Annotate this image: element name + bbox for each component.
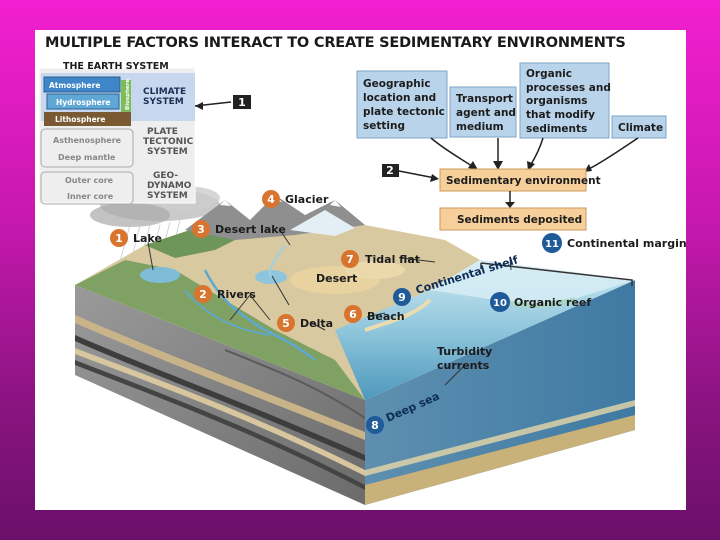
- factor-organic-box: Organic processes and organisms that mod…: [519, 62, 611, 139]
- river-channel: [203, 269, 316, 361]
- factor-organic-line-3: organisms: [526, 95, 588, 107]
- earth-system-heading: THE EARTH SYSTEM: [63, 61, 169, 72]
- lithosphere-label: Lithosphere: [55, 115, 105, 124]
- env-5: 5 Delta: [277, 314, 333, 332]
- env-5-label: Delta: [300, 317, 333, 330]
- env-10-number: 10: [493, 298, 507, 309]
- sedimentary-environment-label: Sedimentary environment: [446, 175, 601, 187]
- factor-organic-line-5: sediments: [526, 123, 587, 135]
- turbidity-label-line-2: currents: [437, 359, 490, 372]
- factor-transport-line-3: medium: [456, 121, 504, 133]
- env-4-number: 4: [267, 193, 275, 206]
- marker-1-number: 1: [238, 96, 246, 109]
- env-2-number: 2: [199, 288, 207, 301]
- env-10: 10 Organic reef: [490, 292, 591, 312]
- factor-organic-line-1: Organic: [526, 68, 572, 80]
- plate-tectonic-label-2: TECTONIC: [143, 137, 194, 147]
- env-5-number: 5: [282, 317, 290, 330]
- factor-transport-line-1: Transport: [456, 93, 513, 105]
- ocean-cross-section: [365, 280, 635, 505]
- env-1-label: Lake: [133, 232, 162, 245]
- env-3-badge: [192, 220, 210, 238]
- geodynamo-label-2: DYNAMO: [147, 181, 192, 191]
- env-10-badge: [490, 292, 510, 312]
- env-6: 6 Beach: [344, 305, 405, 323]
- env-9-number: 9: [398, 291, 406, 304]
- sedimentary-environment-box: Sedimentary environment: [439, 168, 601, 192]
- env-11: 11 Continental margin: [542, 233, 686, 253]
- env-11-label: Continental margin: [567, 237, 686, 250]
- sediments-deposited-box: Sediments deposited: [439, 207, 587, 231]
- env-9-badge: [393, 288, 411, 306]
- env-1-number: 1: [115, 232, 123, 245]
- factor-climate-box: Climate: [611, 115, 667, 139]
- factor-organic-line-4: that modify: [526, 109, 595, 121]
- inner-core-label: Inner core: [67, 192, 114, 201]
- env-6-label: Beach: [367, 310, 405, 323]
- factor-organic-line-2: processes and: [526, 82, 611, 94]
- factor-arrows: [430, 137, 639, 171]
- env-3: 3 Desert lake: [192, 220, 286, 238]
- slide-canvas: THE EARTH SYSTEM Atmosphere Hydrosphere …: [35, 30, 686, 510]
- marker-2-number: 2: [386, 164, 394, 177]
- earth-system-panel: THE EARTH SYSTEM Atmosphere Hydrosphere …: [38, 61, 196, 205]
- env-7: 7 Tidal flat: [341, 250, 420, 268]
- env-11-number: 11: [545, 239, 559, 250]
- env-4-badge: [262, 190, 280, 208]
- geodynamo-label-1: GEO-: [153, 171, 178, 181]
- plate-tectonic-label-3: SYSTEM: [147, 147, 188, 157]
- env-1-badge: [110, 229, 128, 247]
- env-3-label: Desert lake: [215, 223, 286, 236]
- env-8-badge: [366, 416, 384, 434]
- sea-surface: [335, 260, 635, 400]
- env-4-label: Glacier: [285, 193, 329, 206]
- env-3-number: 3: [197, 223, 205, 236]
- outer-core-label: Outer core: [65, 176, 114, 185]
- atmosphere-label: Atmosphere: [49, 81, 100, 90]
- beach-strip: [364, 298, 432, 332]
- climate-system-label-2: SYSTEM: [143, 97, 184, 107]
- pointer-lines: [147, 229, 512, 386]
- marker-2: 2: [382, 164, 439, 182]
- factor-transport-line-2: agent and: [456, 107, 516, 119]
- climate-system-label-1: CLIMATE: [143, 87, 186, 97]
- factor-geographic-line-3: plate tectonic: [363, 106, 445, 118]
- continental-margin-bracket: [480, 262, 633, 286]
- sedimentary-environments-diagram: THE EARTH SYSTEM Atmosphere Hydrosphere …: [38, 61, 686, 505]
- env-10-label: Organic reef: [514, 296, 591, 309]
- env-2-badge: [194, 285, 212, 303]
- geodynamo-label-3: SYSTEM: [147, 191, 188, 201]
- env-2: 2 Rivers: [194, 285, 256, 303]
- env-4: 4 Glacier: [262, 190, 329, 208]
- env-2-label: Rivers: [217, 288, 256, 301]
- plate-tectonic-label-1: PLATE: [147, 127, 178, 137]
- reef-ridge: [504, 297, 576, 309]
- biosphere-label: Biosphere: [125, 79, 131, 110]
- env-7-badge: [341, 250, 359, 268]
- env-5-badge: [277, 314, 295, 332]
- lake-water: [140, 267, 180, 283]
- factor-geographic-box: Geographic location and plate tectonic s…: [356, 70, 448, 139]
- env-1: 1 Lake: [110, 229, 162, 247]
- marker-1: 1: [194, 95, 251, 110]
- env-6-number: 6: [349, 308, 357, 321]
- sediments-deposited-label: Sediments deposited: [457, 214, 582, 226]
- crust-cross-section: [75, 285, 366, 505]
- factor-transport-box: Transport agent and medium: [449, 86, 517, 138]
- env-7-label: Tidal flat: [365, 253, 420, 266]
- asthenosphere-label: Asthenosphere: [53, 136, 122, 145]
- env-7-number: 7: [346, 253, 354, 266]
- env-8-number: 8: [371, 419, 379, 432]
- env-11-badge: [542, 233, 562, 253]
- factor-geographic-line-2: location and: [363, 92, 436, 104]
- env-6-badge: [344, 305, 362, 323]
- page-title: MULTIPLE FACTORS INTERACT TO CREATE SEDI…: [45, 35, 626, 51]
- factor-geographic-line-1: Geographic: [363, 78, 431, 90]
- turbidity-label-line-1: Turbidity: [437, 345, 492, 358]
- desert-label: Desert: [316, 272, 357, 285]
- factor-geographic-line-4: setting: [363, 120, 405, 132]
- deep-mantle-label: Deep mantle: [58, 153, 116, 162]
- factor-climate-label: Climate: [618, 122, 663, 134]
- hydrosphere-label: Hydrosphere: [56, 98, 110, 107]
